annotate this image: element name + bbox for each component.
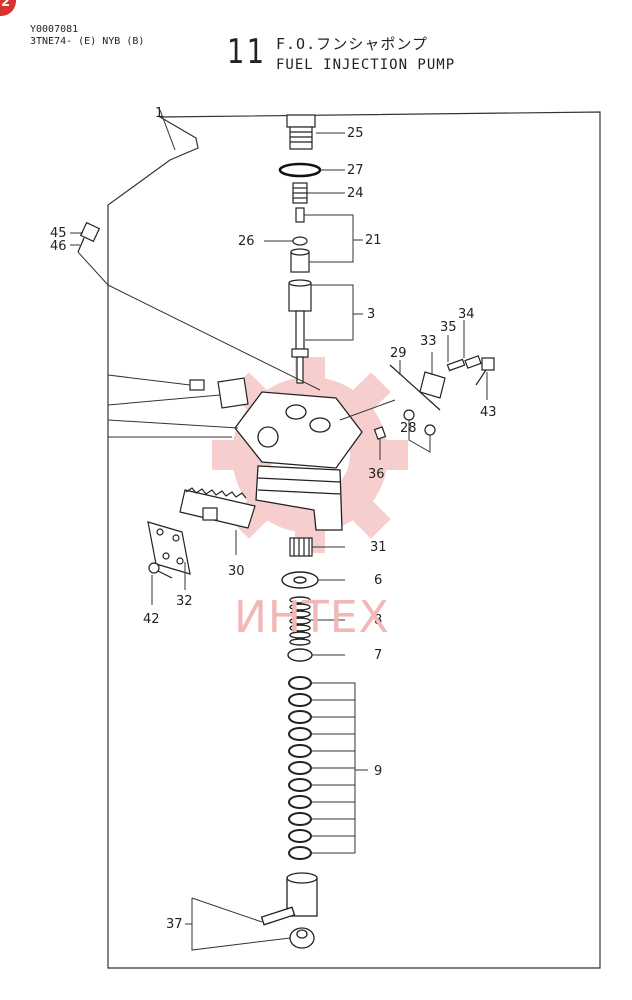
model-line: 3TNE74- (E) NYB (B) [30,36,145,47]
title-japanese: F.O.フンシャポンプ [276,35,428,53]
document-code: Y0007081 3TNE74- (E) NYB (B) [30,24,144,48]
callout-21: 21 [365,233,382,248]
callout-30: 30 [228,564,245,579]
callout-29: 29 [390,346,407,361]
callout-26: 26 [238,234,255,249]
part-shim-stack [288,676,312,860]
callout-24: 24 [347,186,364,201]
callout-25: 25 [347,126,364,141]
callout-27: 27 [347,163,364,178]
callout-46: 46 [50,239,67,254]
callout-3: 3 [367,307,375,322]
callout-43: 43 [480,405,497,420]
callout-6: 6 [374,573,382,588]
callout-9: 9 [374,764,382,779]
callout-labels: 1 25 27 24 21 26 3 45 46 35 34 33 29 43 … [50,106,497,932]
callout-7: 7 [374,648,382,663]
callout-33: 33 [420,334,437,349]
callout-37: 37 [166,917,183,932]
section-number: 11 [227,32,267,72]
callout-35: 35 [440,320,457,335]
callout-1: 1 [155,106,163,121]
watermark-text: ИНТЕХ [234,592,390,643]
callout-28: 28 [400,421,417,436]
callout-45: 45 [50,226,67,241]
callout-34: 34 [458,307,475,322]
callout-31: 31 [370,540,387,555]
assembly-frame [107,111,601,969]
callout-36: 36 [368,467,385,482]
leader-lines [70,132,488,951]
callout-42: 42 [143,612,160,627]
callout-8: 8 [374,613,382,628]
callout-32: 32 [176,594,193,609]
part-delivery-valve-holder [286,114,316,150]
doc-code-line: Y0007081 [30,24,79,35]
title-english: FUEL INJECTION PUMP [276,57,456,73]
part-pump-housing [234,391,363,531]
